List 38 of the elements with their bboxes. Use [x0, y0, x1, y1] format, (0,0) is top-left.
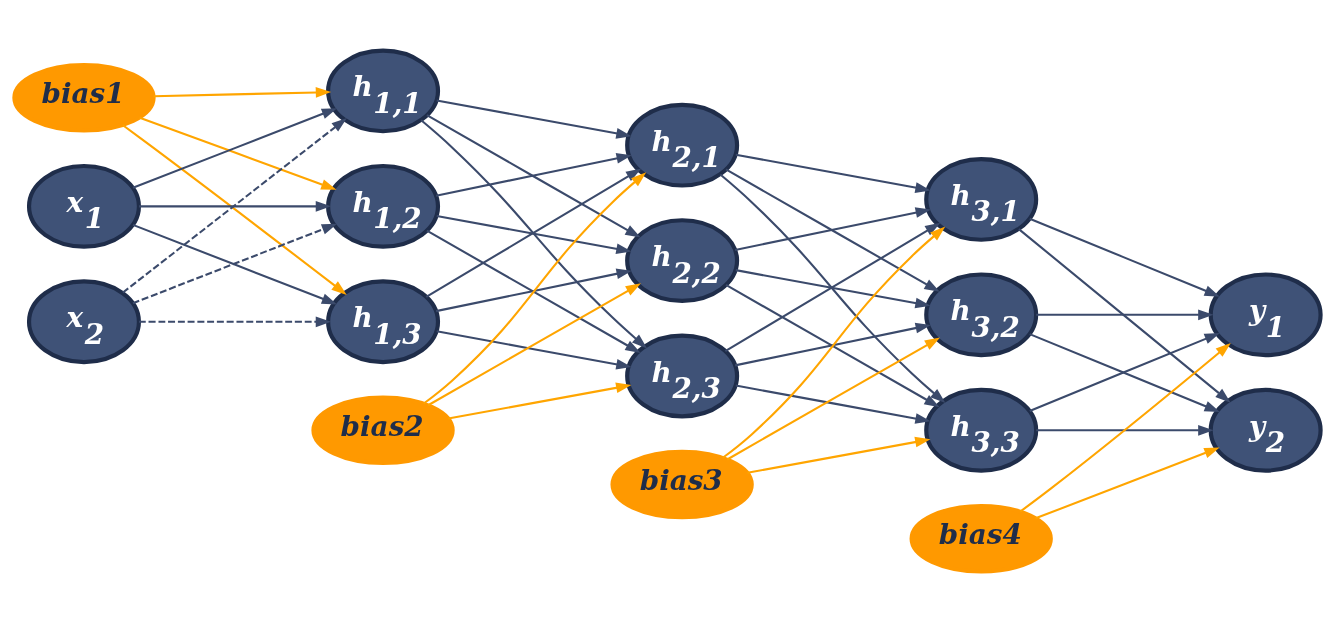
- arrow: [139, 316, 332, 328]
- arrow: [1018, 228, 1231, 403]
- arrow: [1035, 447, 1220, 520]
- node-ellipse: bias1: [12, 63, 156, 133]
- arrow: [1036, 309, 1214, 321]
- arrow: [1019, 342, 1231, 513]
- arrow: [436, 99, 632, 139]
- arrow: [1029, 217, 1220, 297]
- arrow: [726, 337, 941, 461]
- arrow: [1036, 424, 1214, 436]
- node-ellipse: bias4: [909, 504, 1053, 574]
- arrow: [722, 226, 946, 459]
- arrow: [448, 382, 632, 420]
- arrow: [425, 168, 642, 298]
- node-ellipse: bias3: [610, 449, 754, 520]
- arrow: [725, 284, 940, 408]
- arrow: [139, 200, 332, 212]
- arrow: [435, 268, 632, 313]
- arrow: [435, 153, 632, 197]
- arrow: [153, 87, 332, 98]
- node-ellipse: bias2: [311, 395, 455, 466]
- arrow: [719, 173, 946, 403]
- arrow: [735, 269, 931, 309]
- arrow: [132, 223, 338, 305]
- arrow: [724, 222, 941, 352]
- arrow: [426, 229, 641, 354]
- arrow: [734, 322, 931, 367]
- arrow: [734, 207, 931, 251]
- arrow: [426, 114, 641, 238]
- arrow: [423, 172, 647, 405]
- arrow: [725, 168, 940, 292]
- arrow: [420, 119, 648, 349]
- arrow: [436, 330, 632, 370]
- arrow: [436, 214, 632, 255]
- arrow: [427, 283, 641, 407]
- arrow: [735, 153, 931, 193]
- arrow: [735, 384, 931, 424]
- arrow: [747, 436, 931, 474]
